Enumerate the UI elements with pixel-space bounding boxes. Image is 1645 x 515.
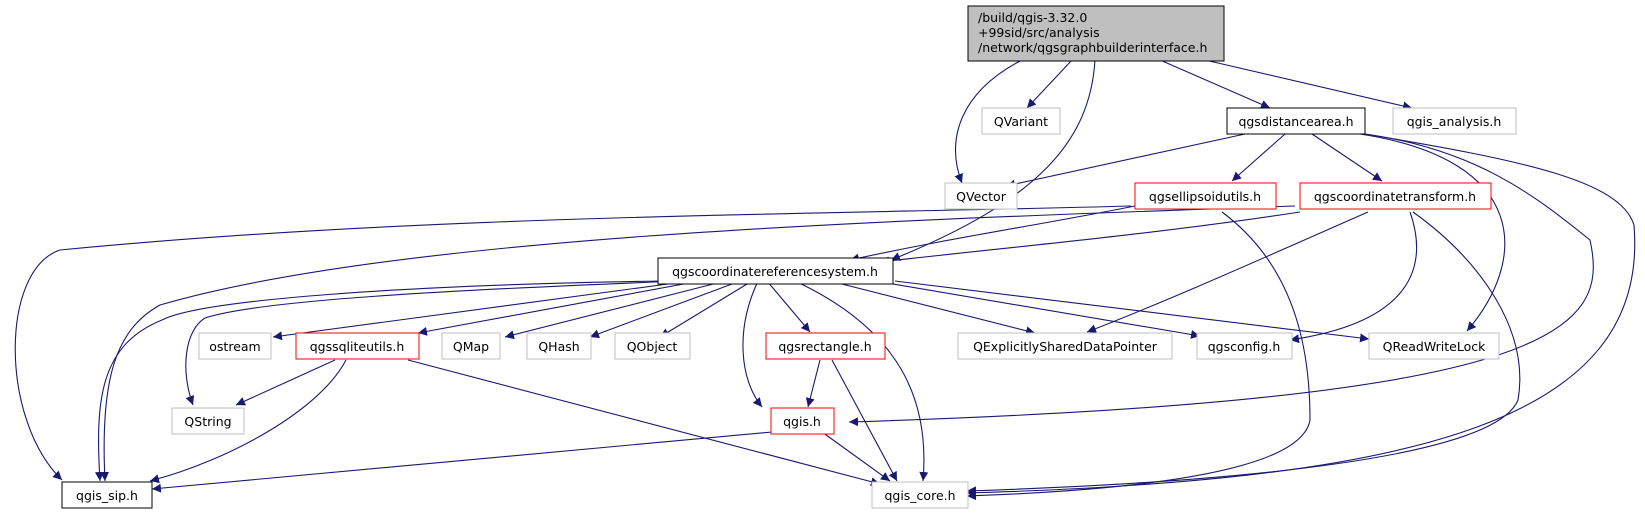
- edge-crs-qexplicitly: [829, 280, 1036, 336]
- node-qgscoordinatereferencesystem[interactable]: qgscoordinatereferencesystem.h: [657, 257, 894, 285]
- edge-coordtransform-qgis_core: [966, 211, 1521, 496]
- node-qgis-label: qgis.h: [783, 414, 821, 429]
- edge-crs-qhash: [589, 280, 741, 339]
- node-qgsrectangle-label: qgsrectangle.h: [778, 339, 871, 354]
- root-label-line-1: /build/qgis-3.32.0: [978, 10, 1087, 25]
- edge-crs-qreadwritelock: [894, 280, 1370, 343]
- node-qgis-core-label: qgis_core.h: [884, 488, 955, 503]
- node-qmap-label: QMap: [453, 339, 489, 354]
- edge-sqliteutils-qgis_core: [407, 359, 881, 487]
- node-qgsellipsoidutils[interactable]: qgsellipsoidutils.h: [1134, 182, 1277, 210]
- edge-ellipsoidutils-qgscrs: [849, 205, 1136, 263]
- node-qvector-label: QVector: [956, 189, 1007, 204]
- edge-crs-qgssqliteutils: [417, 280, 701, 336]
- node-qexplicitlyshareddatapointer-label: QExplicitlySharedDataPointer: [973, 339, 1158, 354]
- edge-sqliteutils-qstring: [235, 359, 336, 406]
- edge-crs-qstring: [185, 280, 681, 406]
- node-qhash-label: QHash: [538, 339, 579, 354]
- edge-crs-qgsconfig: [874, 280, 1201, 339]
- edge-crs-qgsrectangle: [766, 280, 811, 333]
- edge-root-qgis_analysis: [1204, 59, 1413, 111]
- edge-distancearea-coordinatetransform: [1311, 133, 1383, 182]
- edge-crs-qgis_sip: [94, 280, 663, 482]
- node-qgscoordinatereferencesystem-label: qgscoordinatereferencesystem.h: [672, 264, 878, 279]
- edge-qgis-qgis_core: [821, 431, 891, 482]
- node-qgis-analysis-label: qgis_analysis.h: [1407, 114, 1502, 129]
- edge-root-qgsdistancearea: [1159, 59, 1271, 109]
- edge-distancearea-qreadwritelock: [1359, 133, 1506, 332]
- node-qobject[interactable]: QObject: [614, 332, 691, 360]
- node-qvector[interactable]: QVector: [944, 182, 1018, 210]
- node-qgis-analysis[interactable]: qgis_analysis.h: [1392, 107, 1517, 135]
- node-qgscoordinatetransform[interactable]: qgscoordinatetransform.h: [1299, 182, 1492, 210]
- node-qgis[interactable]: qgis.h: [770, 407, 835, 435]
- edge-root-qvector: [954, 59, 1023, 184]
- node-qgis-sip[interactable]: qgis_sip.h: [61, 481, 153, 509]
- node-root-qgsgraphbuilderinterface[interactable]: /build/qgis-3.32.0 +99sid/src/analysis /…: [967, 5, 1225, 62]
- edge-coordtransform-qexplicitly: [1086, 211, 1369, 333]
- edge-distancearea-qvector: [1005, 133, 1246, 189]
- node-qstring-label: QString: [184, 414, 231, 429]
- edge-coordtransform-qgis_sip: [100, 205, 1296, 482]
- node-qvariant-label: QVariant: [994, 114, 1048, 129]
- edge-sqliteutils-qgis_sip: [149, 359, 347, 484]
- root-label-line-2: +99sid/src/analysis: [978, 25, 1100, 40]
- edge-distancearea-qgis: [848, 133, 1594, 427]
- edge-rectangle-qgis: [805, 359, 821, 408]
- node-qgsconfig[interactable]: qgsconfig.h: [1196, 332, 1293, 360]
- edge-crs-qmap: [504, 280, 726, 340]
- node-qgssqliteutils-label: qgssqliteutils.h: [310, 339, 405, 354]
- node-qexplicitlyshareddatapointer[interactable]: QExplicitlySharedDataPointer: [957, 332, 1173, 360]
- node-qhash[interactable]: QHash: [526, 332, 592, 360]
- node-qgis-sip-label: qgis_sip.h: [76, 488, 138, 503]
- node-qgscoordinatetransform-label: qgscoordinatetransform.h: [1314, 189, 1476, 204]
- edge-crs-qgis: [742, 280, 763, 408]
- node-qgssqliteutils[interactable]: qgssqliteutils.h: [295, 332, 420, 360]
- node-qgsdistancearea[interactable]: qgsdistancearea.h: [1226, 107, 1366, 135]
- edge-coordtransform-qgscrs: [879, 211, 1301, 266]
- edge-ellipsoidutils-qgis_core: [966, 211, 1311, 501]
- edge-distancearea-ellipsoidutils: [1231, 133, 1286, 182]
- node-qgsellipsoidutils-label: qgsellipsoidutils.h: [1149, 189, 1261, 204]
- node-qreadwritelock[interactable]: QReadWriteLock: [1368, 332, 1500, 360]
- node-qgsrectangle[interactable]: qgsrectangle.h: [765, 332, 886, 360]
- edge-ellipsoidutils-qgis_sip: [14, 205, 1132, 481]
- node-qgsdistancearea-label: qgsdistancearea.h: [1238, 114, 1353, 129]
- node-qvariant[interactable]: QVariant: [981, 107, 1061, 135]
- node-qstring[interactable]: QString: [171, 407, 245, 435]
- edge-rectangle-qgis_core: [831, 359, 898, 482]
- node-qobject-label: QObject: [627, 339, 678, 354]
- edge-crs-ostream: [272, 280, 691, 341]
- edge-crs-qobject: [659, 280, 753, 338]
- edge-qgis-qgis_sip: [151, 431, 773, 493]
- node-qmap[interactable]: QMap: [441, 332, 501, 360]
- edge-root-qgscrs: [890, 59, 1096, 261]
- node-qgsconfig-label: qgsconfig.h: [1208, 339, 1281, 354]
- node-qreadwritelock-label: QReadWriteLock: [1383, 339, 1487, 354]
- edge-coordtransform-qgsconfig: [1289, 211, 1418, 344]
- root-label-line-3: /network/qgsgraphbuilderinterface.h: [978, 40, 1207, 55]
- edge-crs-qgis_core: [794, 280, 929, 482]
- node-ostream[interactable]: ostream: [198, 332, 272, 360]
- node-qgis-core[interactable]: qgis_core.h: [871, 481, 969, 509]
- node-ostream-label: ostream: [209, 339, 260, 354]
- edge-root-qvariant: [1026, 59, 1073, 109]
